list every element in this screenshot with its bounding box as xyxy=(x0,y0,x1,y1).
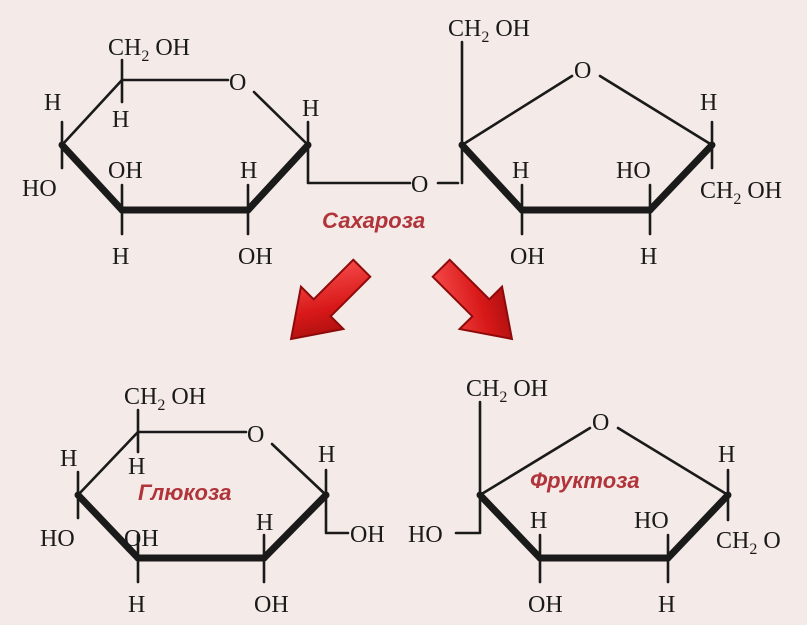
h-label: H xyxy=(718,442,735,468)
h-label: H xyxy=(640,244,657,270)
h-label: H xyxy=(112,107,129,133)
arrow-down-right xyxy=(431,258,514,341)
glucose-ring xyxy=(74,408,350,584)
h-label: H xyxy=(658,592,675,618)
ring-oxygen: O xyxy=(247,422,264,448)
ho-label: HO xyxy=(22,176,57,202)
h-label: H xyxy=(128,454,145,480)
h-label: H xyxy=(128,592,145,618)
h-label: H xyxy=(44,90,61,116)
oh-label: OH xyxy=(238,244,273,270)
h-label: H xyxy=(240,158,257,184)
oh-label: OH xyxy=(528,592,563,618)
ring-oxygen: O xyxy=(229,70,246,96)
arrow-down-left xyxy=(289,258,372,341)
fructose-name: Фруктоза xyxy=(530,468,640,493)
h-label: H xyxy=(530,508,547,534)
h-label: H xyxy=(512,158,529,184)
oh-label: OH xyxy=(510,244,545,270)
ho-label: HO xyxy=(634,508,669,534)
oh-label: OH xyxy=(108,158,143,184)
h-label: H xyxy=(60,446,77,472)
sucrose-fructose-ring xyxy=(458,40,716,236)
h-label: H xyxy=(700,90,717,116)
sucrose-name: Сахароза xyxy=(322,208,425,233)
glucose-name: Глюкоза xyxy=(138,480,231,505)
h-label: H xyxy=(256,510,273,536)
h-label: H xyxy=(318,442,335,468)
ring-oxygen: O xyxy=(592,410,609,436)
ho-label: HO xyxy=(616,158,651,184)
glycosidic-oxygen: O xyxy=(411,172,428,198)
oh-label: OH xyxy=(350,522,385,548)
h-label: H xyxy=(112,244,129,270)
oh-label: OH xyxy=(124,526,159,552)
ho-label: HO xyxy=(408,522,443,548)
ho-label: HO xyxy=(40,526,75,552)
fructose-ring xyxy=(454,400,732,584)
ring-oxygen: O xyxy=(574,58,591,84)
h-label: H xyxy=(302,96,319,122)
oh-label: OH xyxy=(254,592,289,618)
sucrose-glucose-ring xyxy=(58,58,460,236)
